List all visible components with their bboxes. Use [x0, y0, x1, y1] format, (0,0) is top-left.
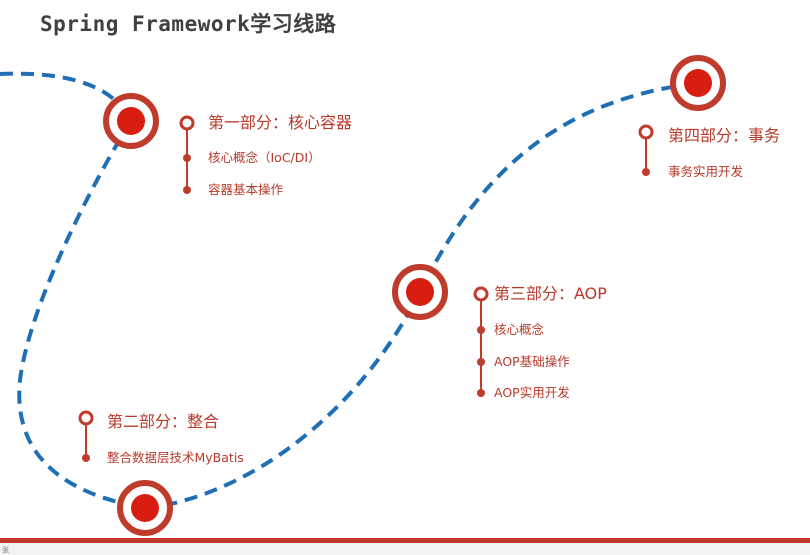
section-4-timeline	[638, 124, 654, 176]
section-title: 第二部分：整合	[107, 412, 220, 431]
milestone-3-marker	[392, 264, 448, 320]
footer-strip	[0, 543, 810, 555]
footer-mark: 张	[2, 546, 9, 554]
section-title: 第一部分：核心容器	[208, 113, 353, 132]
section-title: 第三部分：AOP	[494, 284, 607, 303]
footer-bar	[0, 538, 810, 543]
section-item: AOP实用开发	[494, 385, 570, 400]
section-item: 容器基本操作	[208, 182, 284, 197]
milestone-4-marker	[670, 55, 726, 111]
section-item: 核心概念（IoC/DI）	[208, 150, 321, 165]
milestone-1-marker	[103, 93, 159, 149]
section-2-timeline	[78, 410, 94, 462]
section-item: 整合数据层技术MyBatis	[107, 450, 244, 465]
page-title: Spring Framework学习线路	[40, 12, 337, 36]
milestone-2-marker	[117, 480, 173, 536]
section-1-timeline	[179, 115, 195, 194]
section-3-timeline	[473, 286, 489, 397]
section-item: 事务实用开发	[668, 164, 744, 179]
section-item: 核心概念	[494, 322, 545, 337]
section-item: AOP基础操作	[494, 354, 570, 369]
section-title: 第四部分：事务	[668, 126, 781, 145]
